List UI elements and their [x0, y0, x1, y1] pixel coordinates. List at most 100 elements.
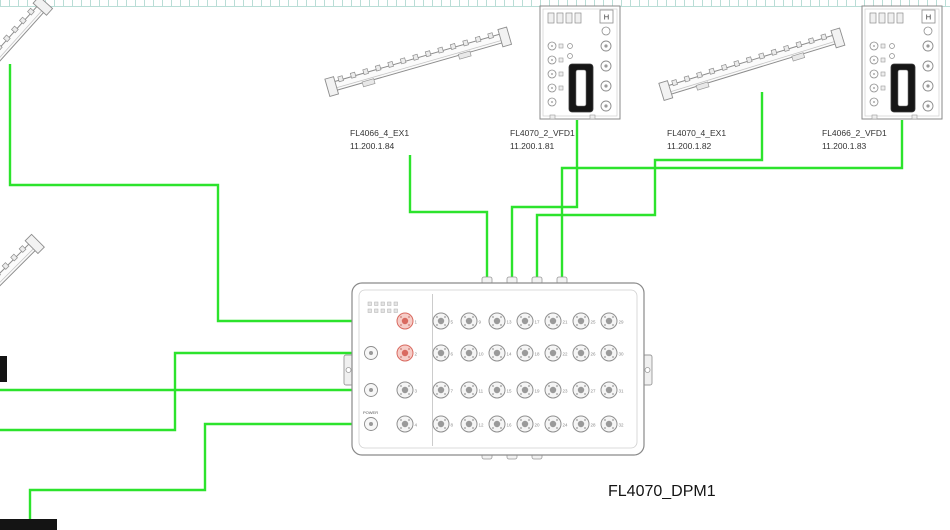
port-10[interactable]: 10 [460, 344, 485, 362]
port-29[interactable]: 29 [600, 312, 625, 330]
partial-rail-device-top-left[interactable] [0, 0, 54, 78]
port-number: 2 [415, 352, 418, 357]
port-30[interactable]: 30 [600, 344, 625, 362]
port-15[interactable]: 15 [488, 381, 513, 399]
port-number: 32 [619, 423, 625, 428]
port-6[interactable]: 6 [432, 344, 454, 362]
device-body [351, 282, 645, 456]
port-number: 11 [479, 389, 484, 394]
connection-left-4[interactable] [28, 422, 352, 519]
port-number: 7 [451, 389, 454, 394]
label-fl4066-2-vfd1-name: FL4066_2_VFD1 [822, 128, 887, 138]
device-fl4066-2-vfd1[interactable] [861, 5, 943, 120]
port-number: 13 [507, 320, 513, 325]
port-24[interactable]: 24 [544, 415, 569, 433]
port-number: 20 [535, 423, 541, 428]
port-number: 17 [535, 320, 541, 325]
device-fl4070-4-ex1[interactable] [658, 27, 846, 101]
port-3[interactable]: 3 [396, 381, 418, 399]
device-labels: FL4066_4_EX1 11.200.1.84 FL4070_2_VFD1 1… [350, 128, 887, 500]
port-number: 19 [535, 389, 541, 394]
background-grid [0, 0, 950, 7]
port-2[interactable]: 2 [396, 344, 418, 362]
connection-fl4066-4-ex1[interactable] [408, 155, 489, 284]
port-18[interactable]: 18 [516, 344, 541, 362]
port-4[interactable]: 4 [396, 415, 418, 433]
port-number: 27 [591, 389, 597, 394]
port-11[interactable]: 11 [460, 381, 484, 399]
port-32[interactable]: 32 [600, 415, 625, 433]
port-13[interactable]: 13 [488, 312, 513, 330]
port-number: 31 [619, 389, 625, 394]
port-number: 12 [479, 423, 485, 428]
led-cluster [367, 301, 398, 313]
connection-fl4066-2-vfd1[interactable] [560, 120, 904, 284]
connection-fl4070-4-ex1[interactable] [535, 92, 764, 284]
connections [0, 64, 904, 519]
label-fl4070-2-vfd1-name: FL4070_2_VFD1 [510, 128, 575, 138]
port-14[interactable]: 14 [488, 344, 512, 362]
port-number: 29 [619, 320, 625, 325]
port-number: 9 [479, 320, 482, 325]
connection-left-1[interactable] [8, 64, 352, 323]
port-16[interactable]: 16 [488, 415, 512, 433]
port-number: 25 [591, 320, 597, 325]
port-22[interactable]: 22 [544, 344, 568, 362]
label-fl4070-2-vfd1-ip: 11.200.1.81 [510, 141, 555, 151]
port-number: 6 [451, 352, 454, 357]
port-number: 8 [451, 423, 454, 428]
module1-h-label: H [604, 13, 609, 22]
port-number: 5 [451, 320, 454, 325]
port-number: 23 [563, 389, 569, 394]
partial-rail-device-mid-left[interactable] [0, 233, 45, 313]
label-fl4066-4-ex1-name: FL4066_4_EX1 [350, 128, 409, 138]
port-28[interactable]: 28 [572, 415, 597, 433]
label-fl4070-4-ex1-ip: 11.200.1.82 [667, 141, 712, 151]
port-number: 3 [415, 389, 418, 394]
port-grid: 1234567891011121314151617181920212223242… [396, 312, 625, 433]
ear-hole-right [644, 367, 651, 373]
port-number: 30 [619, 352, 625, 357]
port-17[interactable]: 17 [516, 312, 541, 330]
port-1[interactable]: 1 [396, 312, 418, 330]
power-label: POWER [363, 410, 378, 415]
port-number: 21 [563, 320, 569, 325]
port-19[interactable]: 19 [516, 381, 541, 399]
port-8[interactable]: 8 [432, 415, 454, 433]
port-20[interactable]: 20 [516, 415, 541, 433]
port-21[interactable]: 21 [544, 312, 569, 330]
device-fl4070-2-vfd1[interactable] [539, 5, 621, 120]
module2-h-label: H [926, 13, 931, 22]
label-fl4066-2-vfd1-ip: 11.200.1.83 [822, 141, 867, 151]
port-number: 26 [591, 352, 597, 357]
port-number: 1 [415, 320, 418, 325]
port-7[interactable]: 7 [432, 381, 454, 399]
port-12[interactable]: 12 [460, 415, 485, 433]
ear-hole-left [345, 367, 352, 373]
port-26[interactable]: 26 [572, 344, 597, 362]
port-31[interactable]: 31 [600, 381, 625, 399]
label-fl4066-4-ex1-ip: 11.200.1.84 [350, 141, 395, 151]
port-number: 15 [507, 389, 513, 394]
port-number: 4 [415, 423, 418, 428]
port-number: 24 [563, 423, 569, 428]
port-9[interactable]: 9 [460, 312, 482, 330]
label-fl4070-4-ex1-name: FL4070_4_EX1 [667, 128, 726, 138]
port-23[interactable]: 23 [544, 381, 569, 399]
port-number: 18 [535, 352, 541, 357]
partial-device-bottom-left-black[interactable] [0, 519, 57, 530]
device-inner-panel [358, 289, 638, 449]
partial-device-left-black[interactable] [0, 356, 7, 382]
port-number: 28 [591, 423, 597, 428]
port-25[interactable]: 25 [572, 312, 597, 330]
device-fl4070-dpm1[interactable]: POWER 1234567891011121314151617181920212… [343, 276, 653, 460]
connection-fl4070-2-vfd1[interactable] [510, 120, 579, 284]
port-27[interactable]: 27 [572, 381, 597, 399]
device-fl4066-4-ex1[interactable] [324, 26, 513, 97]
port-number: 10 [479, 352, 485, 357]
utility-connectors[interactable] [364, 346, 378, 431]
port-5[interactable]: 5 [432, 312, 454, 330]
connection-left-2[interactable] [0, 351, 352, 432]
